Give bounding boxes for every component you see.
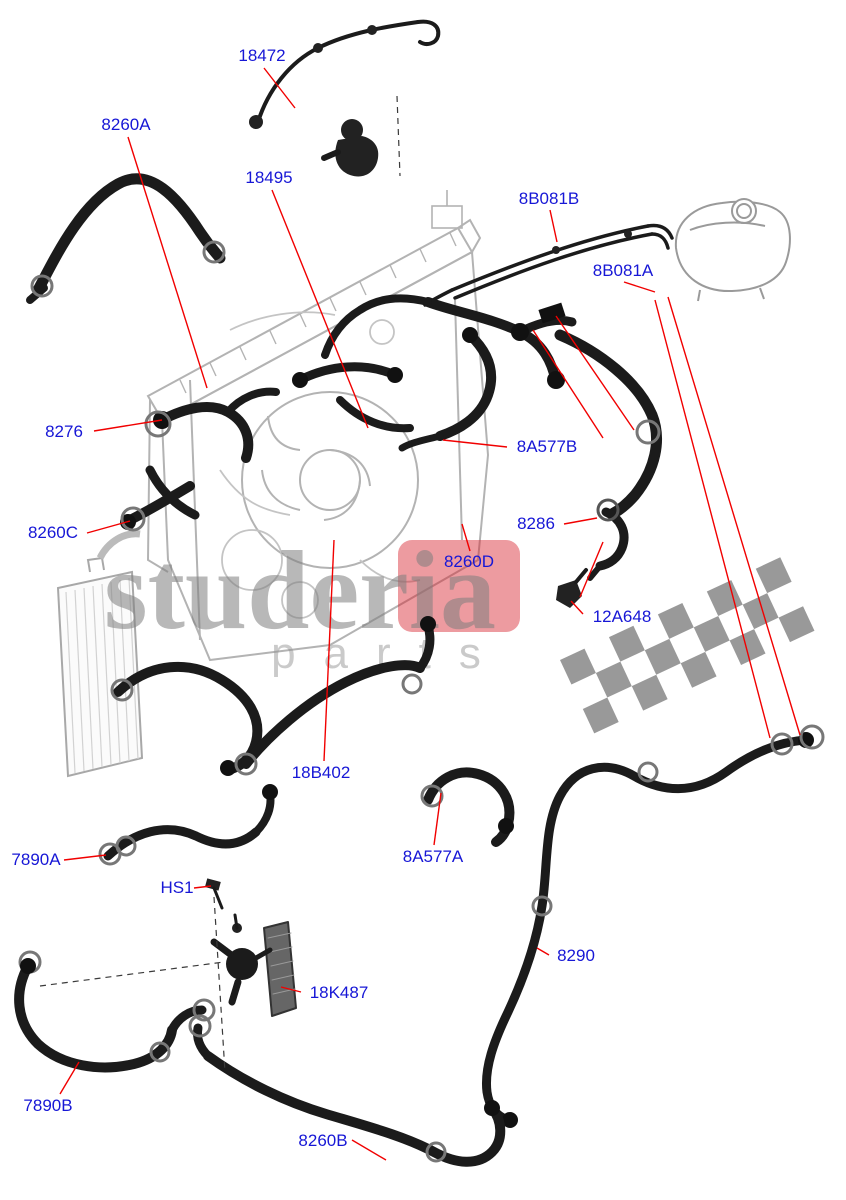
part-label-8276[interactable]: 8276: [45, 422, 83, 441]
part-label-8260D[interactable]: 8260D: [443, 552, 495, 571]
tube-18472-drawing: [249, 19, 441, 129]
hose-8260A-drawing: [26, 173, 226, 304]
pump-18K487-drawing: [210, 913, 297, 1017]
hose-cluster-drawing: [292, 294, 577, 452]
leader-lines: [59, 67, 801, 1161]
engine-block-drawing: [219, 311, 421, 619]
aux-radiator-drawing: [56, 530, 144, 778]
hose-7890A-drawing: [98, 784, 278, 866]
part-label-8B081B[interactable]: 8B081B: [518, 189, 580, 208]
part-label-8A577A[interactable]: 8A577A: [402, 847, 464, 866]
hose-18B402-drawing: [234, 616, 436, 776]
hose-7890B-drawing: [14, 950, 216, 1073]
hose-8290-drawing: [481, 724, 825, 1128]
part-label-8260C[interactable]: 8260C: [27, 523, 79, 542]
part-label-7890A[interactable]: 7890A: [11, 850, 61, 869]
part-label-8B081A[interactable]: 8B081A: [592, 261, 654, 280]
part-label-8260A[interactable]: 8260A: [101, 115, 151, 134]
part-label-8290[interactable]: 8290: [557, 946, 595, 965]
part-label-18K487[interactable]: 18K487: [309, 983, 369, 1002]
hoses-drawing: [14, 19, 825, 1167]
expansion-tank-drawing: [674, 198, 791, 302]
pump-18495-drawing: [321, 119, 379, 177]
hose-8A577B-drawing: [554, 329, 663, 520]
hose-8260B-drawing: [188, 1014, 506, 1167]
part-label-7890B[interactable]: 7890B: [23, 1096, 73, 1115]
connector-8286-drawing: [587, 498, 629, 581]
checkered-flag: [560, 557, 815, 734]
part-label-18495[interactable]: 18495: [245, 168, 293, 187]
part-label-12A648[interactable]: 12A648: [592, 607, 652, 626]
part-label-HS1[interactable]: HS1: [160, 878, 194, 897]
bolt-HS1-drawing: [204, 878, 224, 910]
dashed-guides: [39, 95, 401, 1073]
sensor-12A648-drawing: [556, 568, 588, 608]
part-label-8A577B[interactable]: 8A577B: [516, 437, 578, 456]
part-label-8260B[interactable]: 8260B: [298, 1131, 348, 1150]
hose-8A577A-drawing: [420, 767, 515, 847]
part-label-18472[interactable]: 18472: [238, 46, 286, 65]
tubes-8B081-drawing: [423, 223, 674, 307]
part-label-18B402[interactable]: 18B402: [291, 763, 351, 782]
part-label-8286[interactable]: 8286: [517, 514, 555, 533]
